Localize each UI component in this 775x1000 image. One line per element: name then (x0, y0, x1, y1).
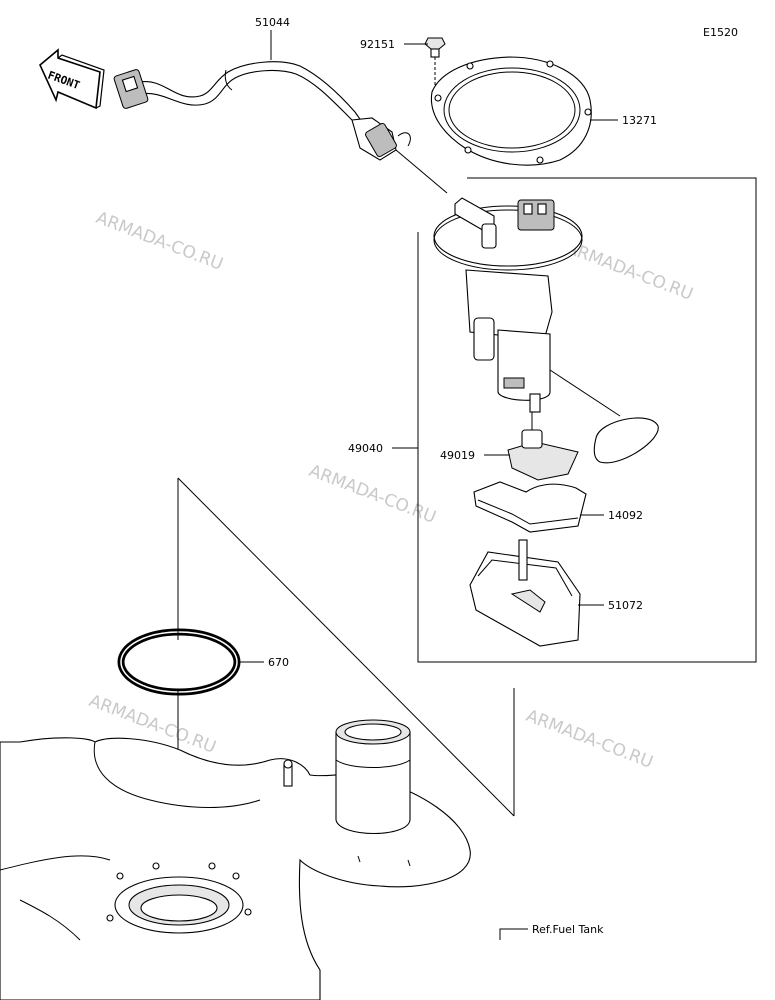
holder-part (473, 481, 587, 533)
callouts: 51044 92151 13271 49040 49019 14092 5107… (238, 16, 657, 940)
watermark: ARMADA-CO.RU (93, 208, 225, 275)
filter-part (507, 412, 579, 481)
assembly-box (417, 177, 757, 663)
part-number-92151: 92151 (360, 38, 395, 51)
fuel-hose (113, 61, 448, 194)
part-number-14092: 14092 (608, 509, 643, 522)
part-number-51072: 51072 (608, 599, 643, 612)
front-arrow-icon: FRONT (39, 48, 105, 110)
gasket (430, 56, 592, 166)
fuel-pump (433, 197, 659, 464)
diagram-code: E1520 (703, 26, 738, 39)
reference-label: Ref.Fuel Tank (532, 923, 604, 936)
watermark: ARMADA-CO.RU (563, 238, 695, 305)
part-number-49019: 49019 (440, 449, 475, 462)
part-number-670: 670 (268, 656, 289, 669)
part-number-49040: 49040 (348, 442, 383, 455)
part-number-51044: 51044 (255, 16, 290, 29)
o-ring (117, 628, 241, 696)
watermark: ARMADA-CO.RU (523, 706, 655, 773)
assembly-leader (177, 477, 515, 817)
case-part (469, 539, 581, 647)
watermark: ARMADA-CO.RU (306, 461, 438, 528)
bolt (424, 37, 446, 90)
fuel-tank (0, 719, 471, 1000)
part-number-13271: 13271 (622, 114, 657, 127)
